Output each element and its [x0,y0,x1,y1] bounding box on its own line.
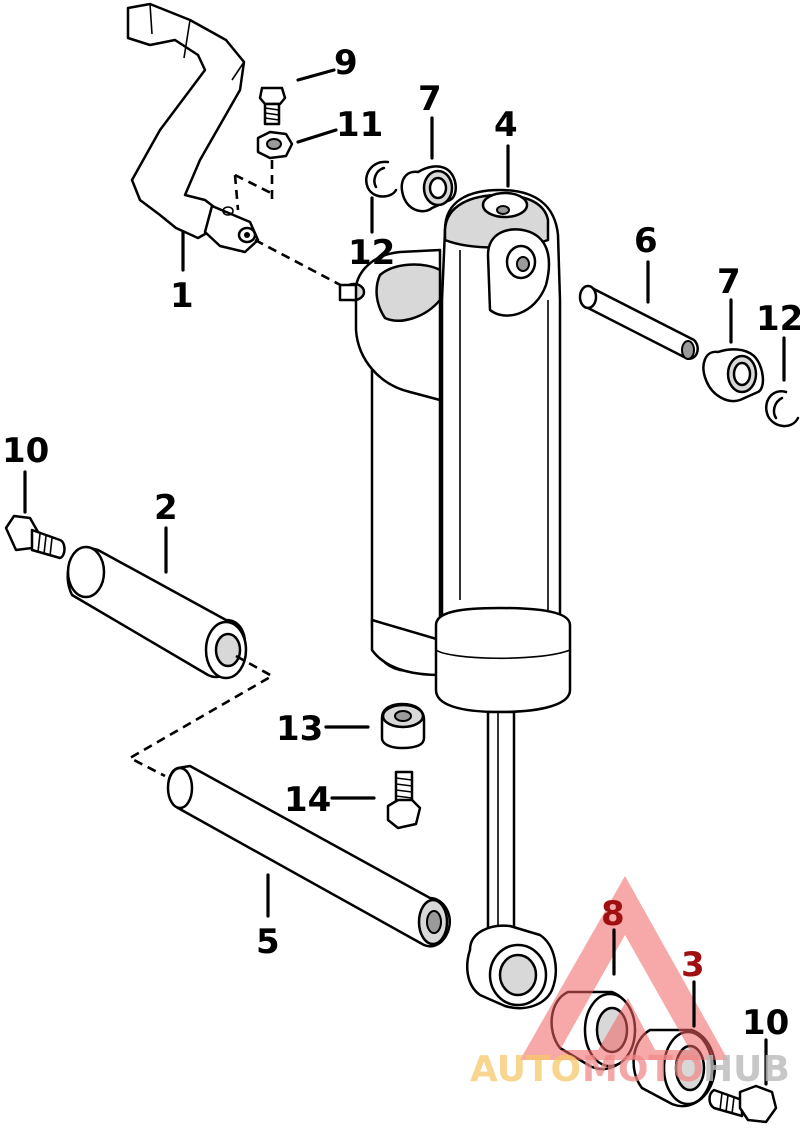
callout-10-left: 10 [2,431,49,471]
part-13-spacer [380,702,426,750]
part-12-ring-top [365,160,398,198]
watermark-auto: AUTO [470,1049,581,1090]
callout-4: 4 [494,105,518,145]
callout-12-top: 12 [348,233,395,273]
part-10-bolt-right [708,1084,778,1124]
part-9-bolt [258,86,287,126]
callout-labels: 1 2 4 5 6 7 7 9 11 12 12 10 13 14 8 3 10 [2,43,800,1043]
watermark-hub: HUB [703,1049,790,1090]
callout-12-right: 12 [756,299,800,339]
watermark-text: AUTO MOTO HUB [470,1049,790,1090]
callout-1: 1 [170,276,194,316]
part-5-tube [166,764,451,948]
rod-eye [466,924,558,1010]
callout-2: 2 [154,488,178,528]
part-12-ring-right [765,390,800,428]
dashed-line-1 [254,238,351,292]
callout-11: 11 [336,105,383,145]
leader-lines [23,68,786,1086]
part-7-bushing-top [400,165,457,213]
part-4-trim-cylinder [434,188,572,714]
watermark-moto: MOTO [582,1049,704,1090]
callout-9: 9 [334,43,358,83]
watermark-triangle [520,876,728,1060]
part-7-bushing-right [702,348,765,403]
part-2-sleeve [66,545,248,680]
part-6-pin [578,284,699,360]
callout-7-top: 7 [418,79,442,119]
callout-3: 3 [681,945,705,985]
part-10-bolt-left [4,514,66,560]
callout-14: 14 [284,780,331,820]
part-1-bracket [126,2,260,254]
rear-cylinder [338,248,442,677]
callout-8: 8 [601,894,625,934]
dashed-line-2-5 [127,654,275,778]
part-14-screw [386,770,422,830]
part-11-nut [256,130,294,160]
callout-7-right: 7 [717,262,741,302]
callout-6: 6 [634,221,658,261]
dashed-line-9-11 [233,160,276,211]
callout-10-right: 10 [742,1003,789,1043]
watermark-logo [520,876,728,1060]
piston-rod [486,710,516,942]
callout-5: 5 [256,922,280,962]
callout-13: 13 [276,709,323,749]
